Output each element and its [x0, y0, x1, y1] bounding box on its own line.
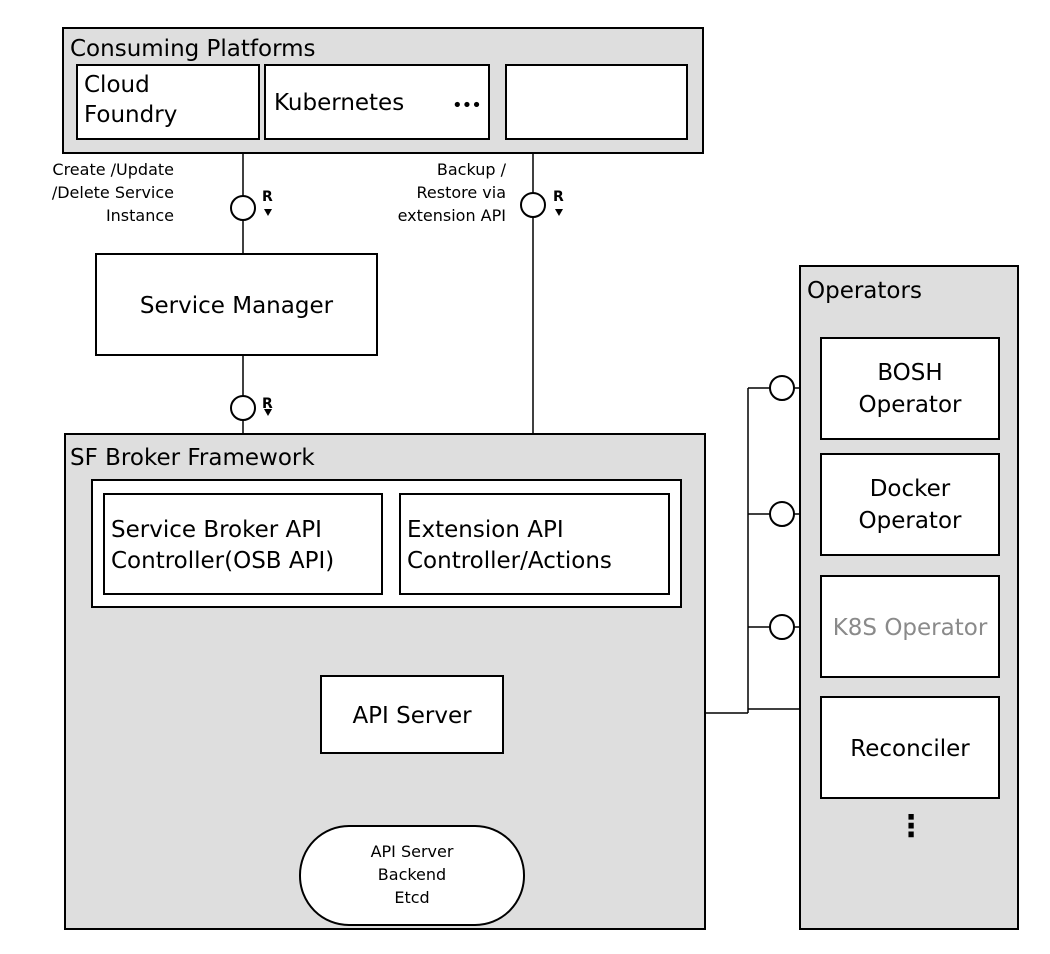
lifecycle-interface-note: Create /Update /Delete Service Instance: [52, 158, 174, 227]
extension-controller-line1: Extension API: [407, 517, 564, 543]
operators-group: Operators BOSH Operator Docker Operator …: [799, 265, 1019, 930]
platform-placeholder-box: [505, 64, 688, 140]
extension-controller-line2: Controller/Actions: [407, 548, 612, 574]
operator-k8s-label: K8S Operator: [832, 615, 988, 641]
service-broker-controller-line2: Controller(OSB API): [111, 548, 335, 574]
docker-operator-socket: [769, 501, 795, 527]
lifecycle-note-line2: /Delete Service: [51, 183, 174, 202]
service-broker-controller-box: Service Broker API Controller(OSB API): [103, 493, 383, 595]
backup-interface-note: Backup / Restore via extension API: [398, 158, 506, 227]
sf-broker-framework-title: SF Broker Framework: [70, 445, 315, 471]
k8s-operator-socket: [769, 614, 795, 640]
service-manager-box: Service Manager: [95, 253, 378, 356]
consuming-platforms-title: Consuming Platforms: [70, 36, 316, 62]
operators-title: Operators: [807, 278, 922, 304]
operator-k8s-box: K8S Operator: [820, 575, 1000, 678]
backup-note-line2: Restore via: [416, 183, 506, 202]
platform-kubernetes-box: Kubernetes: [264, 64, 490, 140]
backup-note-line1: Backup /: [436, 160, 506, 179]
api-server-box: API Server: [320, 675, 504, 754]
api-server-backend-box: API Server Backend Etcd: [299, 825, 525, 926]
more-platforms-ellipsis: •••: [452, 95, 482, 116]
operator-reconciler-label: Reconciler: [850, 736, 970, 762]
operator-reconciler-box: Reconciler: [820, 696, 1000, 799]
backend-line2: Backend: [377, 865, 447, 884]
required-marker-broker: R: [262, 396, 273, 412]
controllers-container: Service Broker API Controller(OSB API) E…: [91, 479, 682, 608]
lifecycle-note-line1: Create /Update: [52, 160, 174, 179]
service-broker-controller-line1: Service Broker API: [111, 517, 322, 543]
operator-docker-line2: Operator: [858, 508, 962, 534]
required-arrow-broker: [264, 409, 272, 416]
lifecycle-note-line3: Instance: [105, 206, 174, 225]
broker-interface-socket: [230, 395, 256, 421]
backup-note-line3: extension API: [397, 206, 506, 225]
required-arrow-backup: [555, 209, 563, 216]
backend-line1: API Server: [370, 842, 454, 861]
sf-broker-framework-group: SF Broker Framework Service Broker API C…: [64, 433, 706, 930]
operator-docker-line1: Docker: [869, 476, 951, 502]
operator-bosh-line2: Operator: [858, 392, 962, 418]
platform-kubernetes-label: Kubernetes: [274, 90, 405, 116]
api-server-label: API Server: [352, 703, 472, 729]
service-manager-label: Service Manager: [139, 293, 334, 319]
extension-controller-box: Extension API Controller/Actions: [399, 493, 670, 595]
required-arrow-lifecycle: [264, 209, 272, 216]
operator-bosh-box: BOSH Operator: [820, 337, 1000, 440]
required-marker-backup: R: [553, 189, 564, 205]
lifecycle-interface-socket: [230, 195, 256, 221]
platform-cloud-foundry-box: Cloud Foundry: [76, 64, 260, 140]
consuming-platforms-group: Consuming Platforms Cloud Foundry Kubern…: [62, 27, 704, 154]
platform-cloud-foundry-line1: Cloud: [84, 72, 150, 98]
operator-bosh-line1: BOSH: [877, 360, 943, 386]
backup-interface-socket: [520, 192, 546, 218]
more-operators-ellipsis: ⋮: [896, 809, 926, 844]
platform-cloud-foundry-line2: Foundry: [84, 102, 178, 128]
operator-docker-box: Docker Operator: [820, 453, 1000, 556]
bosh-operator-socket: [769, 375, 795, 401]
backend-line3: Etcd: [394, 888, 430, 907]
required-marker-lifecycle: R: [262, 189, 273, 205]
